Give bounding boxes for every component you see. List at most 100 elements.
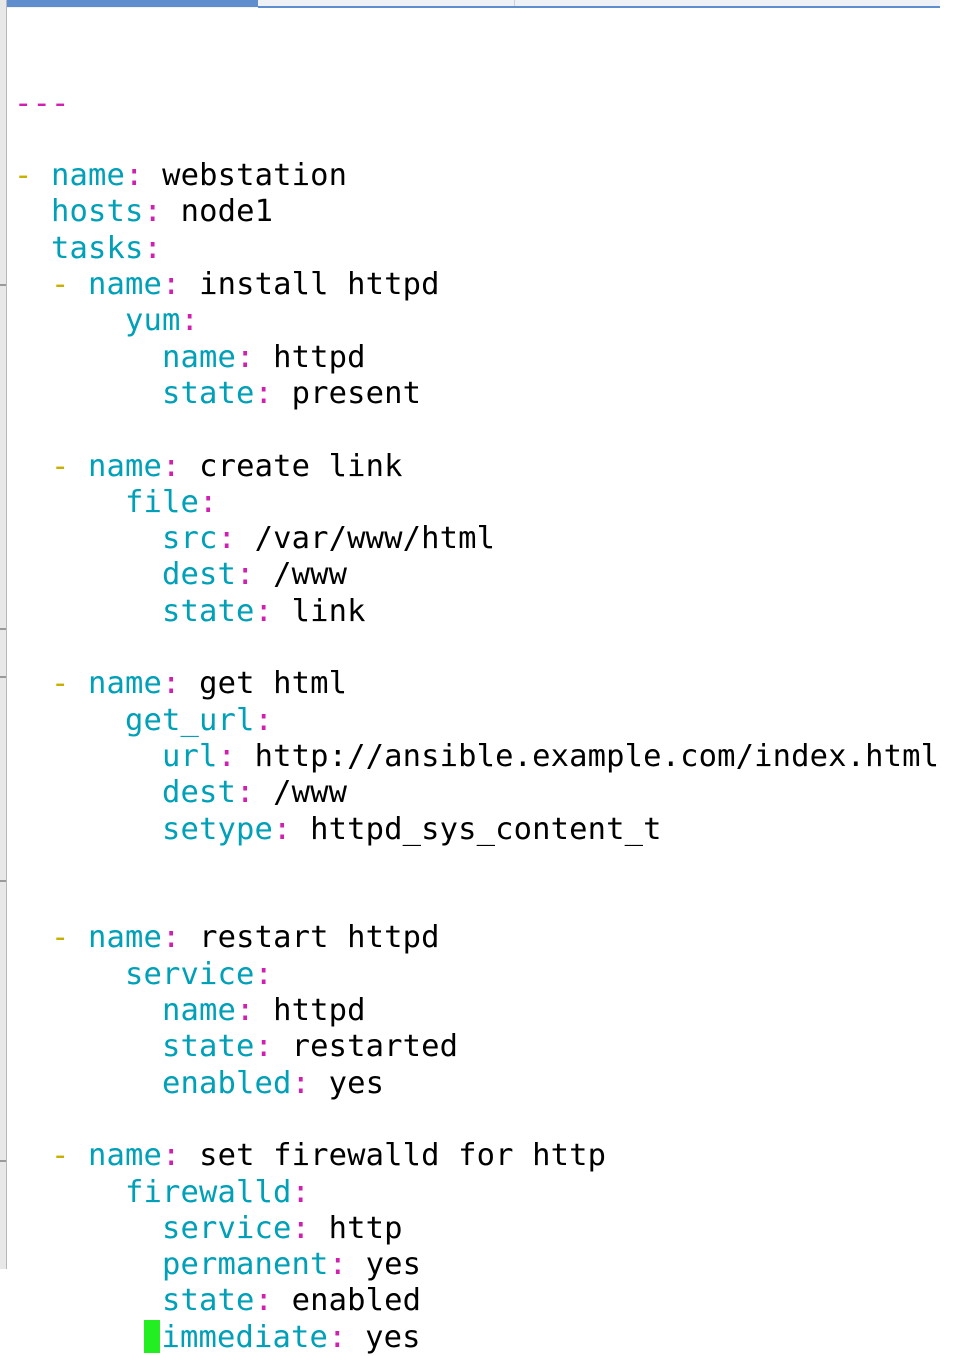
yaml-value: yes — [328, 1065, 385, 1101]
yaml-key: name — [88, 448, 163, 484]
yaml-colon: : — [236, 339, 255, 375]
yaml-colon: : — [254, 702, 274, 738]
code-line: service: — [14, 957, 939, 993]
code-line: name: httpd — [14, 340, 939, 376]
yaml-colon: : — [236, 993, 255, 1029]
yaml-colon: : — [217, 738, 237, 774]
list-dash: - — [51, 920, 89, 956]
yaml-colon: : — [254, 375, 274, 411]
yaml-key: enabled — [162, 1065, 292, 1101]
yaml-key: service — [162, 1210, 292, 1246]
yaml-colon: : — [291, 1065, 311, 1101]
code-line: - name: install httpd — [14, 267, 939, 303]
yaml-key: name — [162, 339, 237, 375]
yaml-colon: : — [254, 593, 274, 629]
code-line: state: enabled — [14, 1283, 939, 1319]
yaml-value: create link — [199, 448, 403, 484]
tab-active[interactable] — [0, 0, 258, 7]
yaml-value: yes — [365, 1247, 422, 1283]
editor-gutter — [0, 0, 7, 1269]
yaml-value: yes — [365, 1319, 421, 1355]
code-line: yum: — [14, 303, 939, 339]
code-line: file: — [14, 485, 939, 521]
yaml-colon: : — [254, 1029, 274, 1065]
yaml-value: link — [291, 593, 366, 629]
yaml-value: http — [328, 1210, 403, 1246]
yaml-key: src — [162, 521, 218, 557]
code-line: hosts: node1 — [14, 194, 939, 230]
code-line-blank — [14, 884, 939, 920]
tab-bar-underline — [258, 6, 940, 8]
yaml-key: state — [162, 593, 255, 629]
code-line-blank — [14, 848, 939, 884]
yaml-key: hosts — [51, 194, 144, 230]
code-line: name: httpd — [14, 993, 939, 1029]
code-line: service: http — [14, 1211, 939, 1247]
gutter-mark — [0, 880, 6, 882]
gutter-mark — [0, 284, 6, 286]
list-dash: - — [51, 267, 89, 303]
gutter-mark — [0, 1160, 6, 1162]
yaml-value: set firewalld for http — [199, 1138, 607, 1174]
yaml-key: name — [162, 993, 237, 1029]
yaml-value: node1 — [180, 194, 274, 230]
yaml-colon: : — [254, 956, 274, 992]
code-line: enabled: yes — [14, 1066, 939, 1102]
yaml-key: name — [88, 666, 163, 702]
yaml-colon: : — [254, 1283, 274, 1319]
code-line: - name: webstation — [14, 158, 939, 194]
yaml-colon: : — [180, 303, 200, 339]
yaml-key: name — [88, 267, 163, 303]
code-line: immediate: yes — [14, 1319, 939, 1356]
code-line-blank — [14, 1102, 939, 1138]
yaml-key: get_url — [125, 702, 255, 738]
yaml-value: httpd — [273, 993, 366, 1029]
yaml-key: yum — [125, 303, 181, 339]
code-line: - name: restart httpd — [14, 920, 939, 956]
code-line: state: present — [14, 376, 939, 412]
yaml-colon: : — [236, 557, 255, 593]
yaml-value: httpd — [273, 339, 366, 375]
yaml-colon: : — [273, 811, 292, 847]
tab-inactive[interactable] — [262, 0, 515, 7]
text-cursor — [143, 1319, 160, 1353]
code-line: - name: set firewalld for http — [14, 1138, 939, 1174]
yaml-value: restarted — [291, 1029, 459, 1065]
list-dash: - — [14, 158, 52, 194]
list-dash: - — [51, 1138, 89, 1174]
gutter-mark — [0, 676, 6, 678]
code-line: - name: create link — [14, 449, 939, 485]
yaml-key: dest — [162, 775, 237, 811]
gutter-mark — [0, 628, 6, 630]
yaml-key: setype — [162, 811, 274, 847]
yaml-key: url — [162, 738, 218, 774]
list-dash: - — [51, 666, 89, 702]
code-line: src: /var/www/html — [14, 521, 939, 557]
yaml-key: state — [162, 1029, 255, 1065]
yaml-key: name — [51, 158, 126, 194]
yaml-key: dest — [162, 557, 237, 593]
yaml-key: name — [88, 1138, 163, 1174]
yaml-value: install httpd — [199, 267, 440, 303]
yaml-key: state — [162, 1283, 255, 1319]
yaml-document-start: --- — [14, 85, 70, 121]
yaml-colon: : — [328, 1319, 347, 1355]
list-dash: - — [51, 448, 89, 484]
yaml-value: httpd_sys_content_t — [310, 811, 662, 847]
code-line: setype: httpd_sys_content_t — [14, 812, 939, 848]
code-line: tasks: — [14, 231, 939, 267]
yaml-colon: : — [217, 521, 237, 557]
code-line: - name: get html — [14, 666, 939, 702]
code-line: state: restarted — [14, 1029, 939, 1065]
code-editor[interactable]: --- - name: webstation hosts: node1 task… — [14, 13, 939, 1356]
yaml-key: immediate — [161, 1319, 329, 1355]
yaml-key: tasks — [51, 230, 144, 266]
yaml-colon: : — [291, 1174, 311, 1210]
yaml-value: restart httpd — [199, 920, 440, 956]
yaml-key: firewalld — [125, 1174, 292, 1210]
yaml-key: state — [162, 375, 255, 411]
code-line: permanent: yes — [14, 1247, 939, 1283]
yaml-key: service — [125, 956, 255, 992]
yaml-key: name — [88, 920, 163, 956]
yaml-colon: : — [291, 1210, 311, 1246]
